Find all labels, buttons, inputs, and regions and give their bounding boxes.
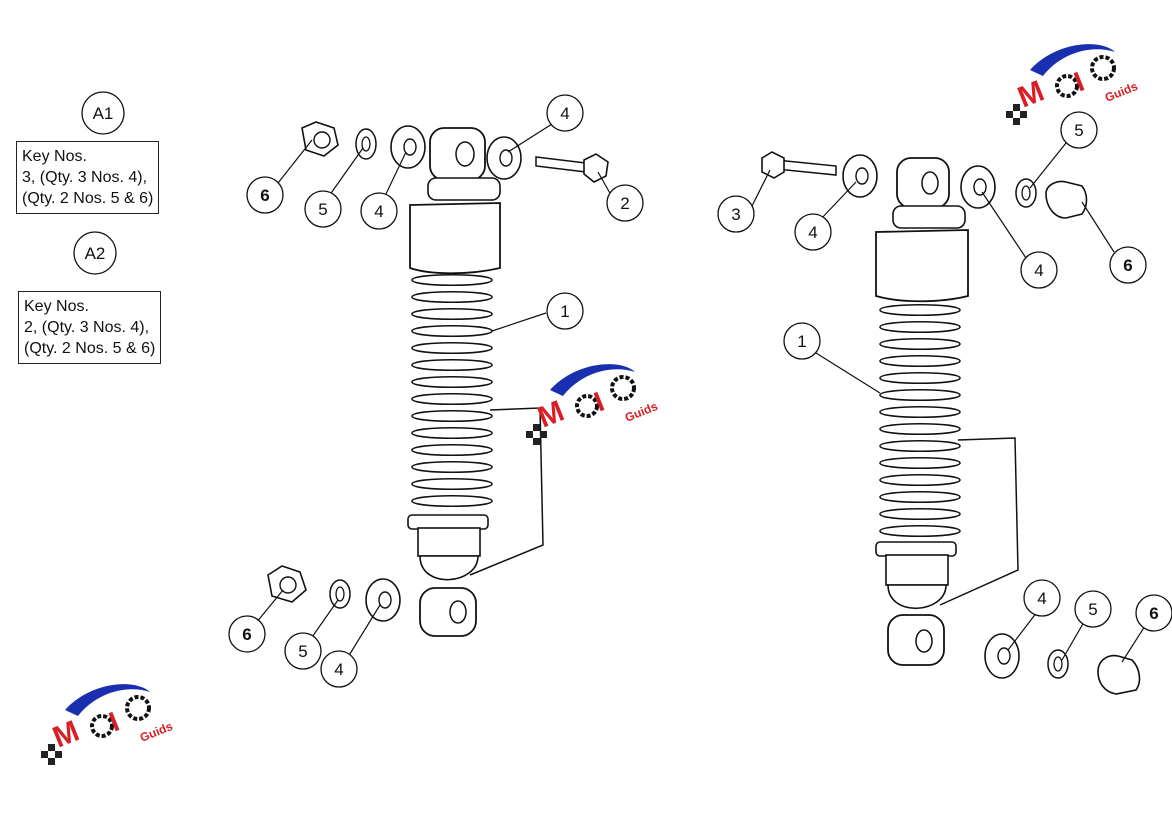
callout-left-bot-5: 5	[298, 642, 307, 661]
key-box-a1-line-2: 3, (Qty. 3 Nos. 4),	[22, 169, 148, 186]
right-shock-absorber	[875, 157, 1019, 666]
callout-left-top-6: 6	[260, 186, 269, 205]
key-box-a2-line-2: 2, (Qty. 3 Nos. 4),	[24, 319, 150, 336]
key-box-a2: Key Nos. 2, (Qty. 3 Nos. 4), (Qty. 2 Nos…	[18, 291, 162, 364]
left-bottom-hardware	[267, 565, 401, 622]
group-label-a2: A2	[85, 244, 106, 263]
callout-right-top-5: 5	[1074, 121, 1083, 140]
key-box-a1-line-1: Key Nos.	[22, 148, 87, 165]
watermark-text: Guids	[623, 399, 660, 425]
callout-right-top-4a: 4	[808, 223, 817, 242]
right-spring	[879, 303, 961, 538]
callout-right-bot-5: 5	[1088, 600, 1097, 619]
callout-right-spring-1: 1	[797, 332, 806, 351]
callout-circles	[73, 91, 1172, 688]
callout-left-top-4a: 4	[374, 202, 383, 221]
left-top-hardware	[301, 121, 609, 183]
callout-right-bolt-3: 3	[731, 205, 740, 224]
key-box-a2-line-3: (Qty. 2 Nos. 5 & 6)	[24, 340, 156, 357]
callout-left-bot-4: 4	[334, 660, 343, 679]
callout-left-spring-1: 1	[560, 302, 569, 321]
watermark-text: Guids	[138, 719, 175, 745]
callout-right-top-6: 6	[1123, 256, 1132, 275]
callout-left-top-5: 5	[318, 200, 327, 219]
callout-right-bot-4: 4	[1037, 589, 1046, 608]
callout-right-top-4b: 4	[1034, 261, 1043, 280]
callout-right-bot-6: 6	[1149, 604, 1158, 623]
watermark-logo-center: Guids	[524, 362, 660, 447]
right-bottom-hardware	[984, 633, 1141, 695]
key-box-a2-line-1: Key Nos.	[24, 298, 89, 315]
key-box-a1: Key Nos. 3, (Qty. 3 Nos. 4), (Qty. 2 Nos…	[16, 141, 160, 214]
callout-left-bot-6: 6	[242, 625, 251, 644]
left-shock-absorber	[407, 127, 544, 637]
watermark-logo-bottom-left: Guids	[39, 682, 175, 767]
callout-left-bolt-2: 2	[620, 194, 629, 213]
group-label-a1: A1	[93, 104, 114, 123]
callout-left-top-4b: 4	[560, 104, 569, 123]
key-box-a1-line-3: (Qty. 2 Nos. 5 & 6)	[22, 190, 154, 207]
watermark-text: Guids	[1103, 79, 1140, 105]
leader-lines	[255, 123, 1146, 663]
left-spring	[411, 273, 493, 508]
